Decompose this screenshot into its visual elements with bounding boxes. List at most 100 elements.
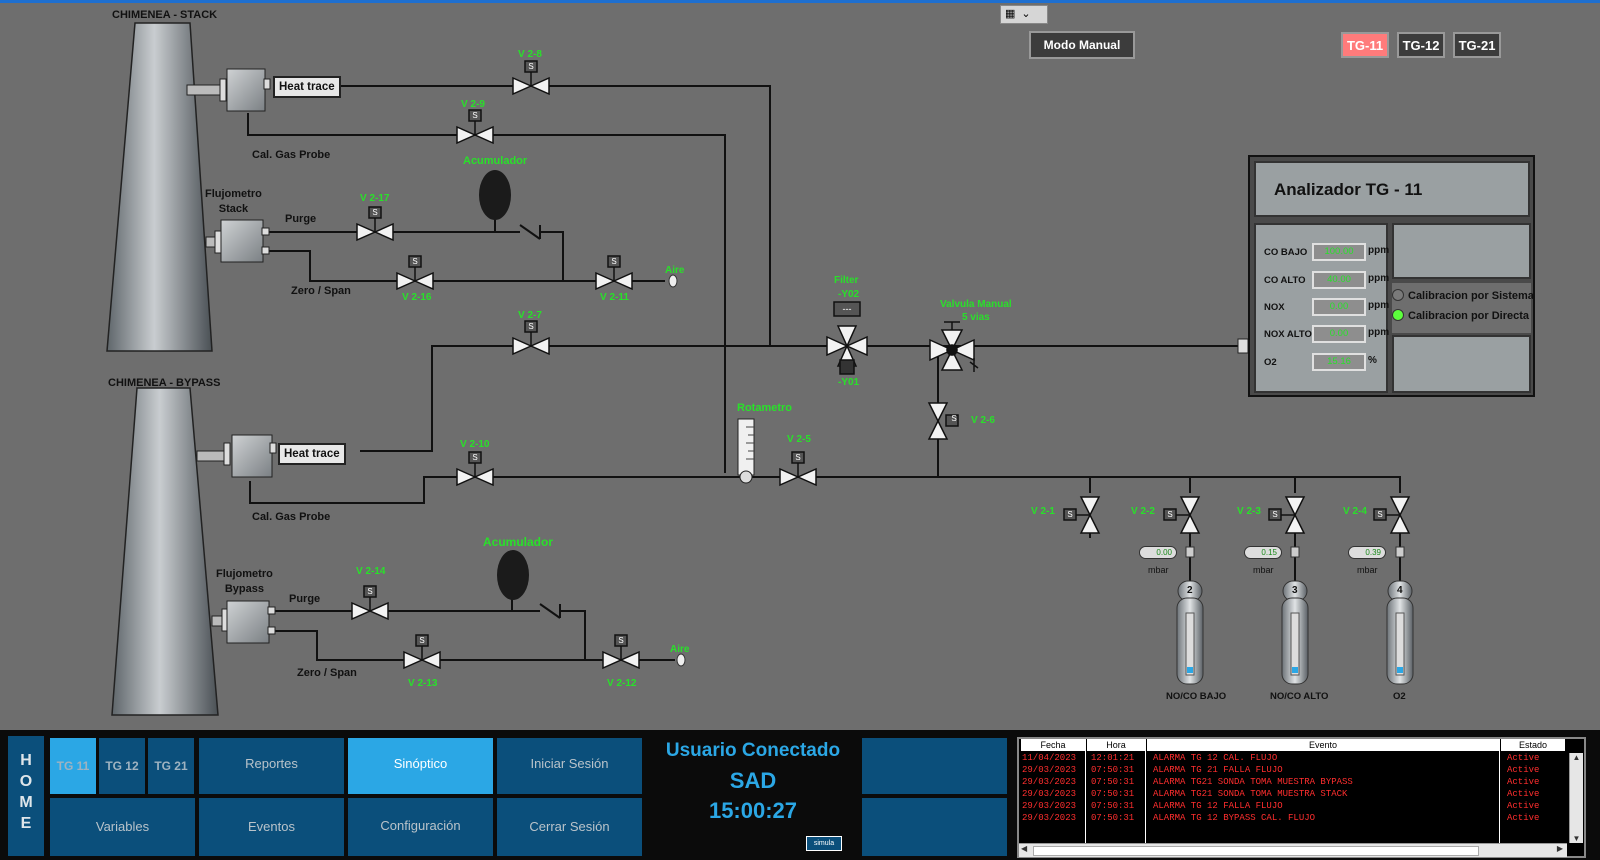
table-row[interactable]: 29/03/2023 07:50:31 ALARMA TG21 SONDA TO… [1019,789,1567,801]
view-toolbar[interactable]: ▦⌄ [1000,5,1048,24]
stack-purge-label: Purge [285,213,317,225]
unit-label: ppm [1368,300,1390,311]
tg11-button[interactable]: TG-11 [1341,32,1389,58]
variables-button[interactable]: Variables [50,798,195,856]
valve-v2-4 [1373,496,1411,534]
valve-v2-5 [779,451,817,487]
tg12-button[interactable]: TG-12 [1397,32,1445,58]
svg-text:S: S [528,322,533,331]
cell-time: 07:50:31 [1091,777,1135,787]
label-v2-8: V 2-8 [518,49,542,60]
stack-heat-trace-probe [186,68,271,112]
table-row[interactable]: 29/03/2023 07:50:31 ALARMA TG21 SONDA TO… [1019,777,1567,789]
svg-text:S: S [367,587,372,596]
grid-icon[interactable]: ▦ [1005,8,1016,20]
reading-label: CO BAJO [1264,247,1308,258]
pressure-gauge-1: 0.00 [1139,546,1177,559]
tab-tg21[interactable]: TG 21 [148,738,194,794]
blank-button-2[interactable] [862,798,1007,856]
tab-tg11[interactable]: TG 11 [50,738,96,794]
label-v2-12: V 2-12 [607,678,637,689]
gas-cylinders [1176,546,1414,685]
reports-button[interactable]: Reportes [199,738,344,794]
svg-text:S: S [795,453,800,462]
chimney-bypass [111,387,219,716]
stack-title: CHIMENEA - STACK [112,9,218,21]
valve-v2-16 [396,255,434,291]
manual-5way-valve [929,321,979,372]
cell-time: 07:50:31 [1091,813,1135,823]
svg-text:S: S [472,453,477,462]
label-v2-2: V 2-2 [1131,506,1155,517]
filter-y02-box: --- [842,304,852,314]
cell-date: 29/03/2023 [1022,777,1077,787]
svg-text:S: S [372,208,377,217]
blank-button-1[interactable] [862,738,1007,794]
bypass-accumulator-label: Acumulador [483,535,554,549]
col-header-state[interactable]: Estado [1501,739,1565,751]
vertical-scrollbar[interactable]: ▲ ▼ [1569,753,1583,843]
rotameter-label: Rotametro [737,402,793,414]
label-v2-14: V 2-14 [356,566,386,577]
cell-event: ALARMA TG21 SONDA TOMA MUESTRA STACK [1153,789,1348,799]
valve-v2-10 [456,451,494,487]
analyzer-readings: CO BAJO 100.00 ppm CO ALTO 40.00 ppm NOX… [1254,223,1390,393]
svg-text:S: S [472,111,477,120]
configuration-button[interactable]: Configuración [348,798,493,856]
table-row[interactable]: 29/03/2023 07:50:31 ALARMA TG 12 FALLA F… [1019,801,1567,813]
synoptic-button[interactable]: Sinóptico [348,738,493,794]
unit-mbar-3: mbar [1357,565,1378,575]
cylinder-label-2: NO/CO ALTO [1270,691,1329,702]
bypass-cal-probe-label: Cal. Gas Probe [252,511,331,523]
valve-v2-3 [1268,496,1306,534]
col-header-event[interactable]: Evento [1147,739,1499,751]
user-title: Usuario Conectado [665,740,841,761]
cell-date: 11/04/2023 [1022,753,1077,763]
col-header-date[interactable]: Fecha [1021,739,1085,751]
table-row[interactable]: 29/03/2023 07:50:31 ALARMA TG 21 FALLA F… [1019,765,1567,777]
user-panel: Usuario Conectado SAD 15:00:27 simula [646,736,860,856]
events-button[interactable]: Eventos [199,798,344,856]
cell-state: Active [1507,813,1540,823]
logout-button[interactable]: Cerrar Sesión [497,798,642,856]
manual-mode-button[interactable]: Modo Manual [1029,31,1135,59]
cylinder-number-3: 3 [1292,585,1298,596]
alarm-table: Fecha Hora Evento Estado 11/04/2023 12:0… [1017,737,1586,858]
valve-v2-11 [595,255,633,291]
label-v2-16: V 2-16 [402,292,432,303]
cylinder-label-1: NO/CO BAJO [1166,691,1227,702]
tg21-button[interactable]: TG-21 [1453,32,1501,58]
col-header-time[interactable]: Hora [1087,739,1145,751]
stack-air-label: Aire [665,265,685,276]
simulate-button[interactable]: simula [806,836,842,851]
horizontal-scrollbar[interactable]: ◀ ▶ [1019,843,1567,857]
cylinder-number-4: 4 [1397,585,1403,596]
calibration-options: Calibracion por Sistema Calibracion por … [1392,283,1534,333]
login-button[interactable]: Iniciar Sesión [497,738,642,794]
tab-tg12[interactable]: TG 12 [99,738,145,794]
analyzer-blank-panel-2 [1392,335,1531,393]
reading-label: NOX ALTO [1264,329,1312,340]
home-letter: O [19,773,33,790]
valve-v2-17 [356,206,394,242]
calibration-system-radio[interactable]: Calibracion por Sistema [1392,289,1534,302]
stack-heat-trace-label: Heat trace [273,76,341,98]
stack-accumulator [479,170,511,220]
table-row[interactable]: 11/04/2023 12:01:21 ALARMA TG 12 CAL. FL… [1019,753,1567,765]
valve-v2-6 [927,402,959,440]
chevron-down-icon[interactable]: ⌄ [1021,8,1031,20]
cylinder-number-2: 2 [1187,585,1193,596]
chimney-stack [106,22,213,352]
calibration-direct-radio[interactable]: Calibracion por Directa [1392,309,1529,322]
label-v2-4: V 2-4 [1343,506,1367,517]
home-button[interactable]: H O M E [8,736,44,856]
table-row[interactable]: 29/03/2023 07:50:31 ALARMA TG 12 BYPASS … [1019,813,1567,825]
cell-date: 29/03/2023 [1022,765,1077,775]
pressure-gauge-2: 0.15 [1244,546,1282,559]
bypass-purge-label: Purge [289,593,321,605]
cell-event: ALARMA TG21 SONDA TOMA MUESTRA BYPASS [1153,777,1353,787]
svg-text:S: S [618,636,623,645]
clock: 15:00:27 [708,798,798,823]
